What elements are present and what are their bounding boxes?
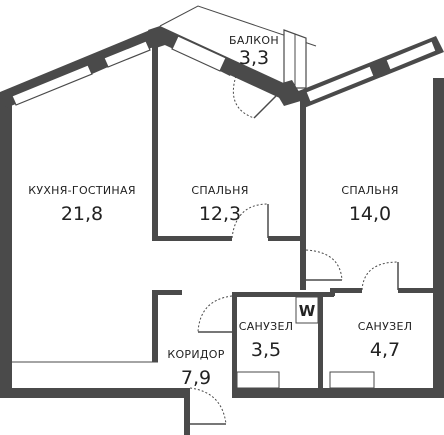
outer-wall-right [433,78,444,398]
outer-wall-bottom-left [0,388,190,398]
wall-corridor-top [152,290,182,295]
door-bath2-arc [361,261,399,291]
room-area-bathroom1: 3,5 [251,339,281,361]
wall-bedroom1-bedroom2 [300,100,306,290]
wall-pier-1 [88,58,108,74]
door-balcony-arc [232,75,255,119]
room-area-bedroom1: 12,3 [199,203,241,225]
wall-bedroom1-bottom-a [152,236,232,241]
wall-bedroom2-bottom-a [334,288,362,293]
wall-bath1-top [232,292,334,297]
door-balcony-leaf [253,95,277,119]
window-bedroom2-2 [385,40,437,71]
window-kitchen-2 [103,40,151,68]
wall-pier-3 [370,60,390,76]
room-area-bathroom2: 4,7 [370,339,400,361]
room-area-corridor: 7,9 [181,367,211,389]
wall-bedroom2-bottom-b [398,288,438,293]
wall-pier-2 [220,58,236,76]
wall-kitchen-bedroom1 [152,44,158,240]
wall-bath2-top [330,288,335,296]
room-name-bedroom2: СПАЛЬНЯ [341,184,398,197]
wall-corridor-left [152,290,158,362]
room-name-kitchen: КУХНЯ-ГОСТИНАЯ [28,184,136,197]
wall-bath1-left [232,292,237,332]
door-entrance-arc [189,387,227,425]
wall-corner-balcony [272,80,304,106]
door-bedroom2-arc [305,249,343,281]
wall-bath1-right [318,292,323,388]
washer-label: W [299,302,316,320]
room-area-bedroom2: 14,0 [349,203,391,225]
wall-entrance-right [232,332,237,388]
outer-wall-left [0,92,12,398]
balcony-outline [159,5,317,47]
room-name-balcony: БАЛКОН [229,34,279,47]
room-name-corridor: КОРИДОР [167,348,224,361]
wall-entrance-left [184,388,190,435]
bath2-fixture [329,371,375,389]
washer-box [295,296,319,324]
bath1-fixture [236,371,280,389]
room-name-bathroom2: САНУЗЕЛ [358,320,413,333]
room-area-kitchen: 21,8 [61,203,103,225]
outer-wall-bottom-right [232,388,444,398]
door-bedroom1-arc [231,203,269,239]
room-name-bathroom1: САНУЗЕЛ [239,320,294,333]
door-bath1-arc [197,295,233,333]
room-name-bedroom1: СПАЛЬНЯ [191,184,248,197]
wall-bedroom1-bottom-b [268,236,304,241]
room-area-balcony: 3,3 [239,47,269,69]
